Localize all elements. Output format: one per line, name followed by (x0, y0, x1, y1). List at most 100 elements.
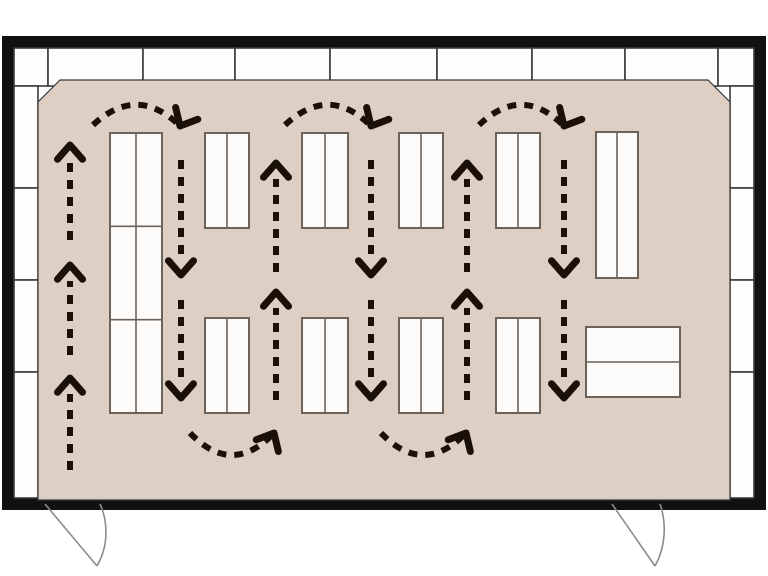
flow-uturn-top-1-head (172, 104, 202, 130)
flow-arrow-up-left-2-head (53, 261, 87, 283)
gondola-bottom-3[interactable] (398, 317, 444, 414)
wall-bay-left-3-cell (13, 279, 39, 373)
flow-uturn-top-2-head (363, 104, 393, 130)
wall-bay-right-2 (729, 187, 755, 281)
flow-uturn-top-2-head-barb (363, 104, 393, 130)
building-outer-wall (2, 36, 766, 510)
gondola-bottom-4[interactable] (495, 317, 541, 414)
gondola-top-2[interactable] (301, 132, 349, 229)
wall-bay-right-3-cell (729, 279, 755, 373)
flow-uturn-top-2-shaft (282, 101, 374, 129)
flow-arrow-down-aisle-3-top-head (354, 257, 388, 279)
flow-uturn-bottom-1 (187, 429, 282, 458)
wall-bay-left-3 (13, 279, 39, 373)
wide-counter-right[interactable] (585, 326, 681, 398)
wall-bay-right-4 (729, 371, 755, 499)
flow-uturn-bottom-2 (378, 429, 474, 458)
flow-arrow-up-aisle-4-top-head (450, 159, 484, 181)
flow-uturn-bottom-2-head-barb (444, 429, 474, 455)
fixtures-layer (109, 131, 681, 414)
entrance-door-left[interactable] (44, 503, 107, 567)
flow-uturn-bottom-1-shaft (187, 430, 277, 458)
flow-arrow-down-aisle-3-bottom (354, 300, 388, 402)
flow-uturn-top-1-shaft (90, 101, 183, 129)
flow-uturn-top-2 (282, 101, 393, 130)
flow-arrow-down-aisle-1-top (164, 160, 198, 279)
wall-bay-right-4-cell (729, 371, 755, 499)
flow-arrow-up-aisle-2-top-head-barb (259, 159, 293, 181)
walls-layer (2, 36, 766, 510)
traffic-flow-layer (53, 101, 586, 470)
wall-bay-left-1-cell (13, 85, 39, 189)
flow-arrow-up-left-1-head (53, 141, 87, 163)
tall-gondola-right[interactable] (595, 131, 639, 279)
flow-uturn-bottom-1-head-barb (252, 429, 282, 455)
flow-arrow-down-aisle-1-top-head-barb (164, 257, 198, 279)
flow-arrow-up-aisle-4-bottom (450, 288, 484, 400)
entrance-door-left-swing-arc (96, 503, 107, 567)
flow-arrow-up-aisle-2-top (259, 159, 293, 272)
flow-arrow-up-aisle-2-top-head (259, 159, 293, 181)
flow-arrow-down-aisle-5-bottom-head-barb (547, 380, 581, 402)
entrance-door-right[interactable] (611, 503, 666, 567)
flow-arrow-down-aisle-5-top (547, 160, 581, 279)
flow-uturn-top-1-head-barb (172, 104, 202, 130)
flow-arrow-down-aisle-1-bottom (164, 300, 198, 402)
gondola-bottom-2[interactable] (301, 317, 349, 414)
wall-bay-left-2 (13, 187, 39, 281)
flow-arrow-down-aisle-3-top-head-barb (354, 257, 388, 279)
flow-arrow-up-aisle-4-bottom-head-barb (450, 288, 484, 310)
gondola-top-3[interactable] (398, 132, 444, 229)
wall-bay-left-1 (13, 85, 39, 189)
wall-bay-right-1 (729, 85, 755, 189)
flow-arrow-up-left-1 (53, 141, 87, 240)
flow-arrow-down-aisle-5-bottom (547, 300, 581, 402)
wall-bay-right-1-cell (729, 85, 755, 189)
flow-arrow-down-aisle-1-top-head (164, 257, 198, 279)
flow-uturn-bottom-2-shaft (378, 430, 469, 458)
flow-arrow-down-aisle-3-bottom-head (354, 380, 388, 402)
flow-uturn-top-3 (476, 101, 586, 130)
entrance-door-right-swing-arc (654, 503, 666, 567)
wall-bay-right-2-cell (729, 187, 755, 281)
flow-arrow-down-aisle-5-top-head-barb (547, 257, 581, 279)
flow-arrow-up-left-2 (53, 261, 87, 355)
flow-arrow-down-aisle-3-top (354, 160, 388, 279)
flow-arrow-down-aisle-5-bottom-head (547, 380, 581, 402)
gondola-top-1[interactable] (204, 132, 250, 229)
tall-gondola-left[interactable] (109, 132, 163, 414)
flow-arrow-up-left-3-head (53, 374, 87, 396)
wall-bay-top-1-cell (13, 47, 49, 87)
wall-bay-top-1 (13, 47, 49, 87)
flow-arrow-up-aisle-2-bottom-head-barb (259, 288, 293, 310)
flow-arrow-down-aisle-1-bottom-head (164, 380, 198, 402)
flow-arrow-up-aisle-4-top (450, 159, 484, 272)
gondola-top-4[interactable] (495, 132, 541, 229)
flow-uturn-top-3-shaft (476, 101, 567, 129)
gondola-bottom-1[interactable] (204, 317, 250, 414)
flow-arrow-down-aisle-3-bottom-head-barb (354, 380, 388, 402)
flow-arrow-up-aisle-4-top-head-barb (450, 159, 484, 181)
flow-arrow-down-aisle-1-bottom-head-barb (164, 380, 198, 402)
flow-arrow-up-left-1-head-barb (53, 141, 87, 163)
flow-arrow-up-aisle-2-bottom-head (259, 288, 293, 310)
flow-arrow-up-aisle-2-bottom (259, 288, 293, 400)
doors-layer (44, 503, 666, 567)
flow-uturn-top-3-head-barb (556, 104, 586, 130)
wall-bay-left-2-cell (13, 187, 39, 281)
wall-bay-right-3 (729, 279, 755, 373)
wall-bay-top-9-cell (717, 47, 755, 87)
flow-arrow-up-left-2-head-barb (53, 261, 87, 283)
entrance-door-left-leaf[interactable] (44, 503, 98, 567)
wall-bay-left-4-cell (13, 371, 39, 499)
flow-uturn-top-3-head (556, 104, 586, 130)
flow-arrow-down-aisle-5-top-head (547, 257, 581, 279)
flow-arrow-up-left-3 (53, 374, 87, 470)
wall-bay-left-4 (13, 371, 39, 499)
entrance-door-right-leaf[interactable] (611, 503, 656, 567)
wall-bay-top-9 (717, 47, 755, 87)
flow-arrow-up-left-3-head-barb (53, 374, 87, 396)
flow-uturn-bottom-2-head (444, 429, 474, 455)
